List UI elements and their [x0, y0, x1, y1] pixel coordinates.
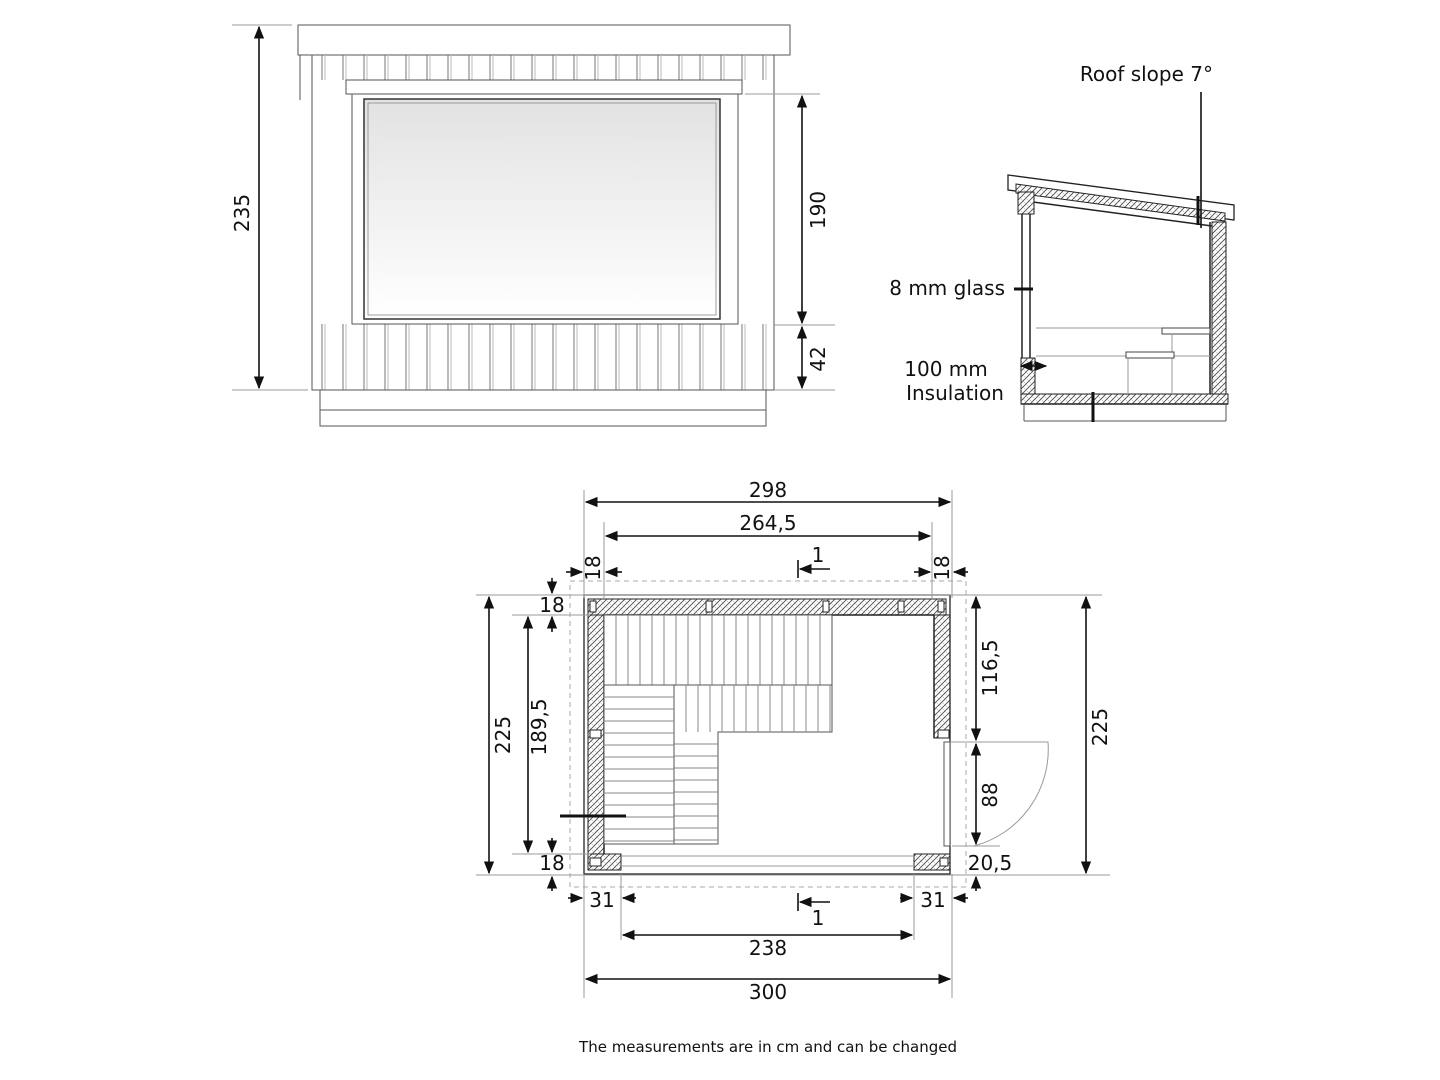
- dim-corner-left: 31: [589, 888, 614, 912]
- plan-right-wall: [933, 614, 951, 739]
- window-header: [345, 79, 743, 95]
- section-floor-insulation: [1020, 393, 1229, 405]
- glass-label: 8 mm glass: [889, 276, 1005, 300]
- insulation-label-line2: Insulation: [906, 381, 1004, 405]
- roof-fascia: [297, 24, 791, 56]
- dim-wall-bottom-side: 18: [539, 851, 564, 875]
- dim-inner-depth: 189,5: [527, 698, 551, 755]
- section-left-wall-insulation: [1020, 357, 1036, 395]
- section-right-wall: [1211, 221, 1227, 395]
- dim-front-opening: 238: [749, 936, 787, 960]
- window-glass: [363, 98, 721, 320]
- window-frame: [351, 93, 739, 325]
- plan-upper-bench: [603, 614, 833, 686]
- roof-slope-label: Roof slope 7°: [1080, 62, 1213, 86]
- dim-wall-top-side: 18: [539, 593, 564, 617]
- dim-wall-left-top: 18: [581, 555, 605, 580]
- dim-corner-right: 31: [920, 888, 945, 912]
- dim-door-offset: 20,5: [968, 851, 1013, 875]
- section-view: Roof slope 7° 8 mm glass 100 mm Insulati…: [889, 62, 1235, 422]
- plan-roof-outline: [569, 580, 967, 888]
- dim-base-height: 42: [806, 346, 830, 371]
- dim-door-width: 88: [978, 782, 1002, 807]
- section-roof-insulation: [1015, 183, 1226, 222]
- section-mark-top: 1: [812, 543, 825, 567]
- floor-plan: 1 1 298 264,5 18 18 18 225: [476, 478, 1112, 1004]
- section-mark-bottom: 1: [812, 906, 825, 930]
- plan-door-swing: [950, 741, 1049, 847]
- dim-window-height: 190: [806, 191, 830, 229]
- insulation-label-line1: 100 mm: [904, 357, 988, 381]
- plan-back-wall: [587, 598, 947, 616]
- dim-inner-width-top: 264,5: [739, 511, 796, 535]
- base-beam: [319, 389, 767, 411]
- foundation: [319, 409, 767, 427]
- dim-wall-right-top: 18: [930, 555, 954, 580]
- dim-right-wall-length: 116,5: [978, 639, 1002, 696]
- dim-depth-left: 225: [491, 716, 515, 754]
- dim-height-total: 235: [230, 194, 254, 232]
- wall-cladding: [321, 55, 767, 390]
- dim-outer-width-bottom: 300: [749, 980, 787, 1004]
- plan-door-leaf: [943, 741, 951, 847]
- dim-outer-width-top: 298: [749, 478, 787, 502]
- footnote: The measurements are in cm and can be ch…: [578, 1038, 957, 1056]
- dim-depth-right: 225: [1088, 708, 1112, 746]
- front-elevation: 235 190 42: [230, 24, 835, 427]
